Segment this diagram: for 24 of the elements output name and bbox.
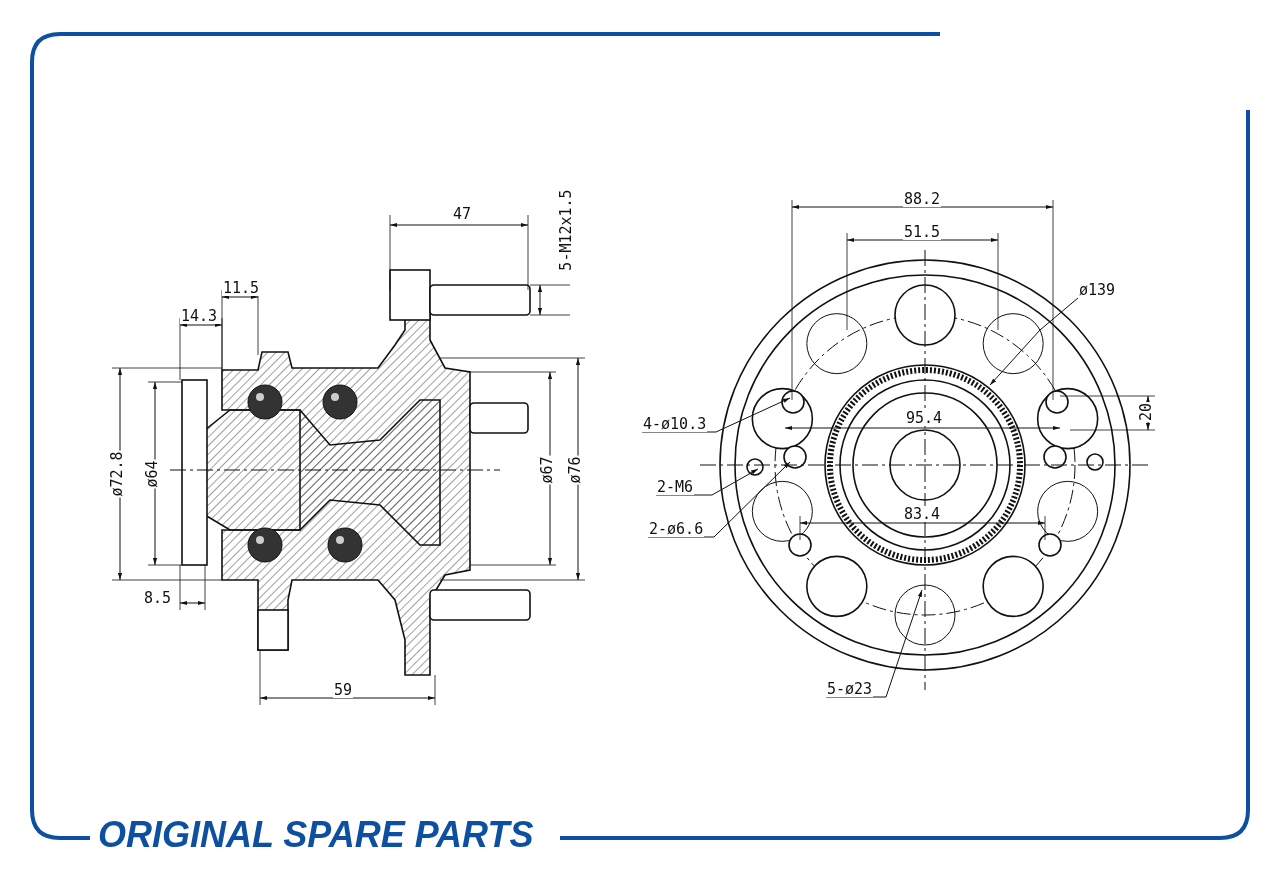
dimension-label: 5-M12x1.5 <box>557 188 574 272</box>
dimension-label: 59 <box>333 682 354 698</box>
dimension-label: 8.5 <box>143 590 173 606</box>
dimension-label: 51.5 <box>903 224 942 240</box>
callout-label: 2-M6 <box>656 479 695 495</box>
dimension-label: ø72.8 <box>108 450 125 498</box>
leader-line <box>641 397 791 433</box>
dimension-label: 88.2 <box>903 191 942 207</box>
dimension-label: 11.5 <box>222 280 261 296</box>
leader-line <box>989 297 1079 386</box>
dimension-label: ø67 <box>538 455 555 485</box>
dimension-label: 83.4 <box>903 506 942 522</box>
leader-line <box>825 589 923 698</box>
dimension-label: ø76 <box>566 455 583 485</box>
callout-label: 2-ø6.6 <box>648 521 705 537</box>
callout-label: 4-ø10.3 <box>642 416 708 432</box>
leader-line <box>655 468 759 496</box>
dimension-label: ø64 <box>143 459 160 489</box>
callout-label: 5-ø23 <box>826 681 874 697</box>
dimension-label: 14.3 <box>180 308 219 324</box>
dimension-label: 47 <box>452 206 473 222</box>
dimension-label: 95.4 <box>905 410 944 426</box>
callout-label: ø139 <box>1078 282 1117 298</box>
leader-line <box>647 461 791 538</box>
